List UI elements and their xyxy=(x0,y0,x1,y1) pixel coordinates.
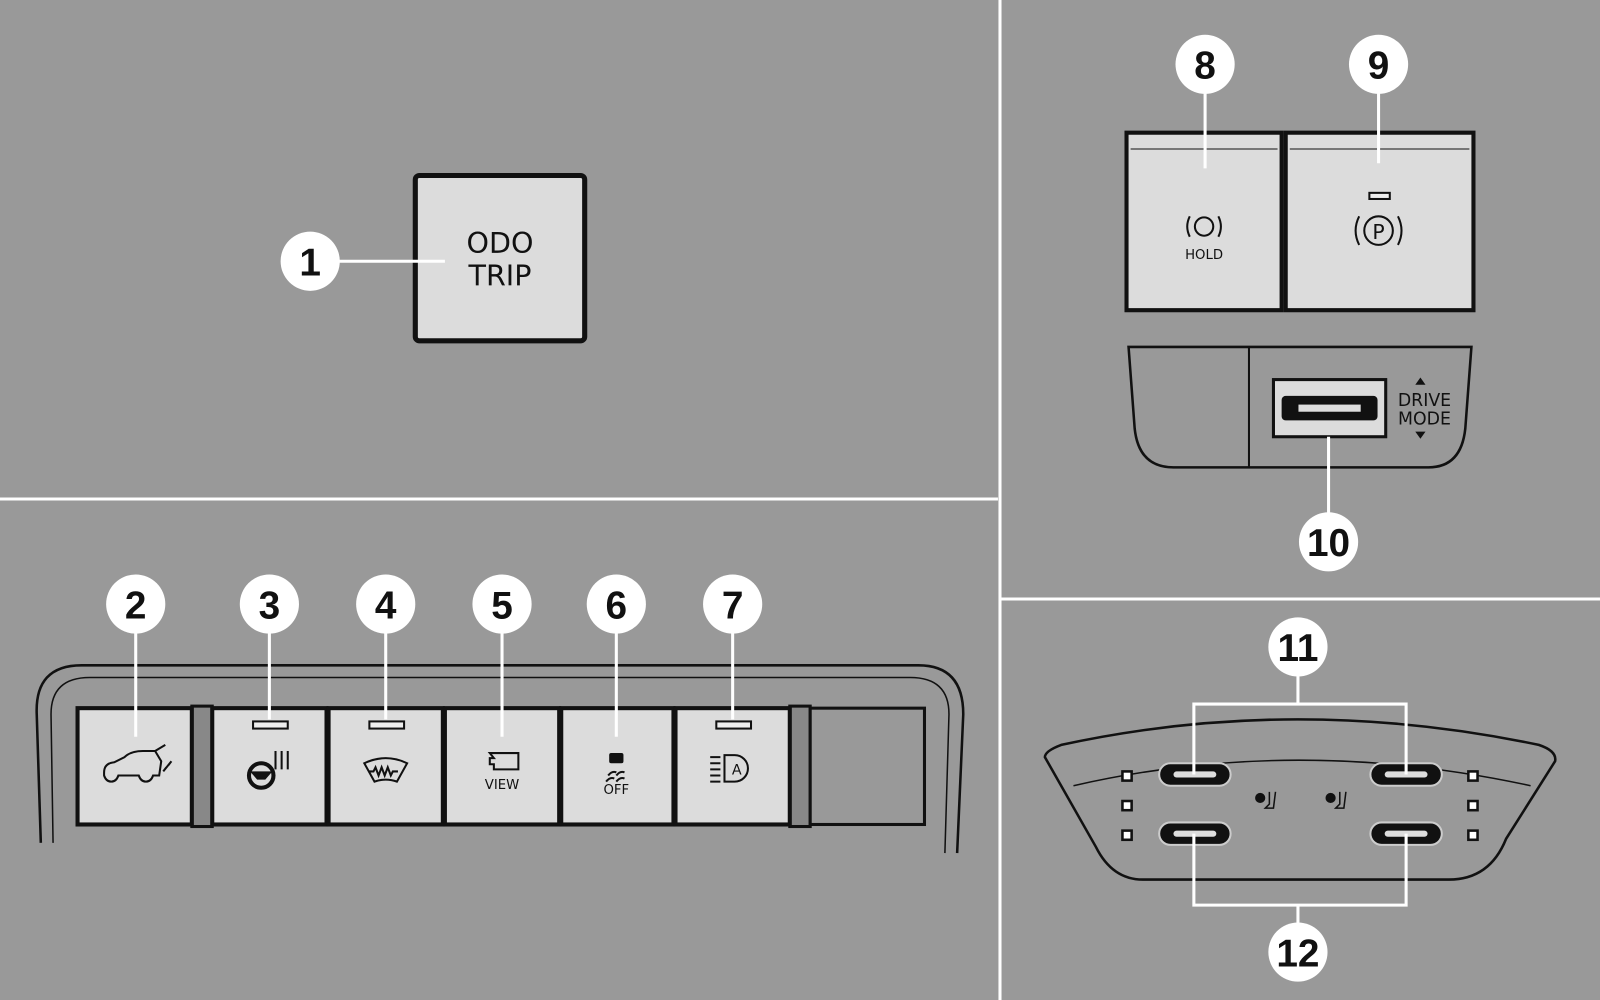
callout-12: 12 xyxy=(1268,922,1328,982)
svg-text:8: 8 xyxy=(1194,45,1216,88)
svg-text:3: 3 xyxy=(259,584,281,627)
callout-9: 9 xyxy=(1348,34,1409,94)
traction-control-off-icon xyxy=(605,753,625,783)
windshield-defrost-icon xyxy=(362,757,409,783)
drive-mode-icon: DRIVE MODE xyxy=(1398,377,1451,439)
drive-label: DRIVE xyxy=(1398,391,1451,411)
drive-mode-switch[interactable] xyxy=(1271,378,1388,439)
indicator-light xyxy=(715,720,753,730)
auto-hold-icon xyxy=(1186,215,1222,238)
odo-trip-button[interactable]: ODO TRIP xyxy=(412,172,588,344)
svg-text:1: 1 xyxy=(299,242,321,285)
camera-view-icon xyxy=(487,752,520,771)
auto-headlight-icon: A xyxy=(710,754,749,783)
indicator-light xyxy=(368,720,406,730)
auto-hold-button[interactable]: HOLD xyxy=(1124,130,1284,313)
callout-7: 7 xyxy=(703,574,763,634)
svg-text:P: P xyxy=(1372,220,1384,244)
console-bezel xyxy=(35,664,965,854)
indicator-light xyxy=(1368,191,1391,200)
svg-text:5: 5 xyxy=(491,584,513,627)
windshield-defrost-button[interactable] xyxy=(326,706,445,827)
indicator-light xyxy=(252,720,289,730)
svg-text:4: 4 xyxy=(375,584,397,627)
svg-text:6: 6 xyxy=(606,584,628,627)
indicator-dots xyxy=(1121,770,1479,842)
hold-label: HOLD xyxy=(1185,248,1223,263)
blank-switch xyxy=(808,706,927,827)
svg-text:10: 10 xyxy=(1307,522,1350,565)
parking-brake-icon: P xyxy=(1354,215,1403,246)
svg-text:7: 7 xyxy=(722,584,744,627)
svg-text:2: 2 xyxy=(125,584,147,627)
seat-ventilation-icon xyxy=(1255,791,1277,809)
rear-console xyxy=(1043,718,1557,881)
svg-text:A: A xyxy=(732,762,742,778)
callout-10: 10 xyxy=(1298,512,1359,572)
view-label: VIEW xyxy=(485,778,519,793)
callout-1: 1 xyxy=(280,231,340,291)
off-label: OFF xyxy=(603,783,629,798)
mode-label: MODE xyxy=(1398,409,1451,429)
svg-text:11: 11 xyxy=(1277,627,1318,670)
callout-11: 11 xyxy=(1268,617,1328,677)
seat-ventilation-icon xyxy=(1325,791,1347,809)
usb-c-port-icon[interactable] xyxy=(1158,821,1232,846)
auto-headlight-button[interactable]: A xyxy=(673,706,792,827)
parking-brake-button[interactable]: P xyxy=(1283,130,1476,313)
svg-text:9: 9 xyxy=(1368,45,1390,88)
heated-steering-icon xyxy=(246,751,289,790)
trip-label: TRIP xyxy=(468,259,532,293)
callout-8: 8 xyxy=(1175,34,1235,94)
odo-label: ODO xyxy=(467,226,534,260)
callout-4: 4 xyxy=(356,574,416,634)
tailgate-icon xyxy=(103,744,166,783)
callout-2: 2 xyxy=(106,574,166,634)
callout-5: 5 xyxy=(472,574,532,634)
callout-3: 3 xyxy=(239,574,299,634)
callout-6: 6 xyxy=(586,574,646,634)
svg-text:12: 12 xyxy=(1276,932,1319,975)
heated-steering-button[interactable] xyxy=(210,706,329,827)
